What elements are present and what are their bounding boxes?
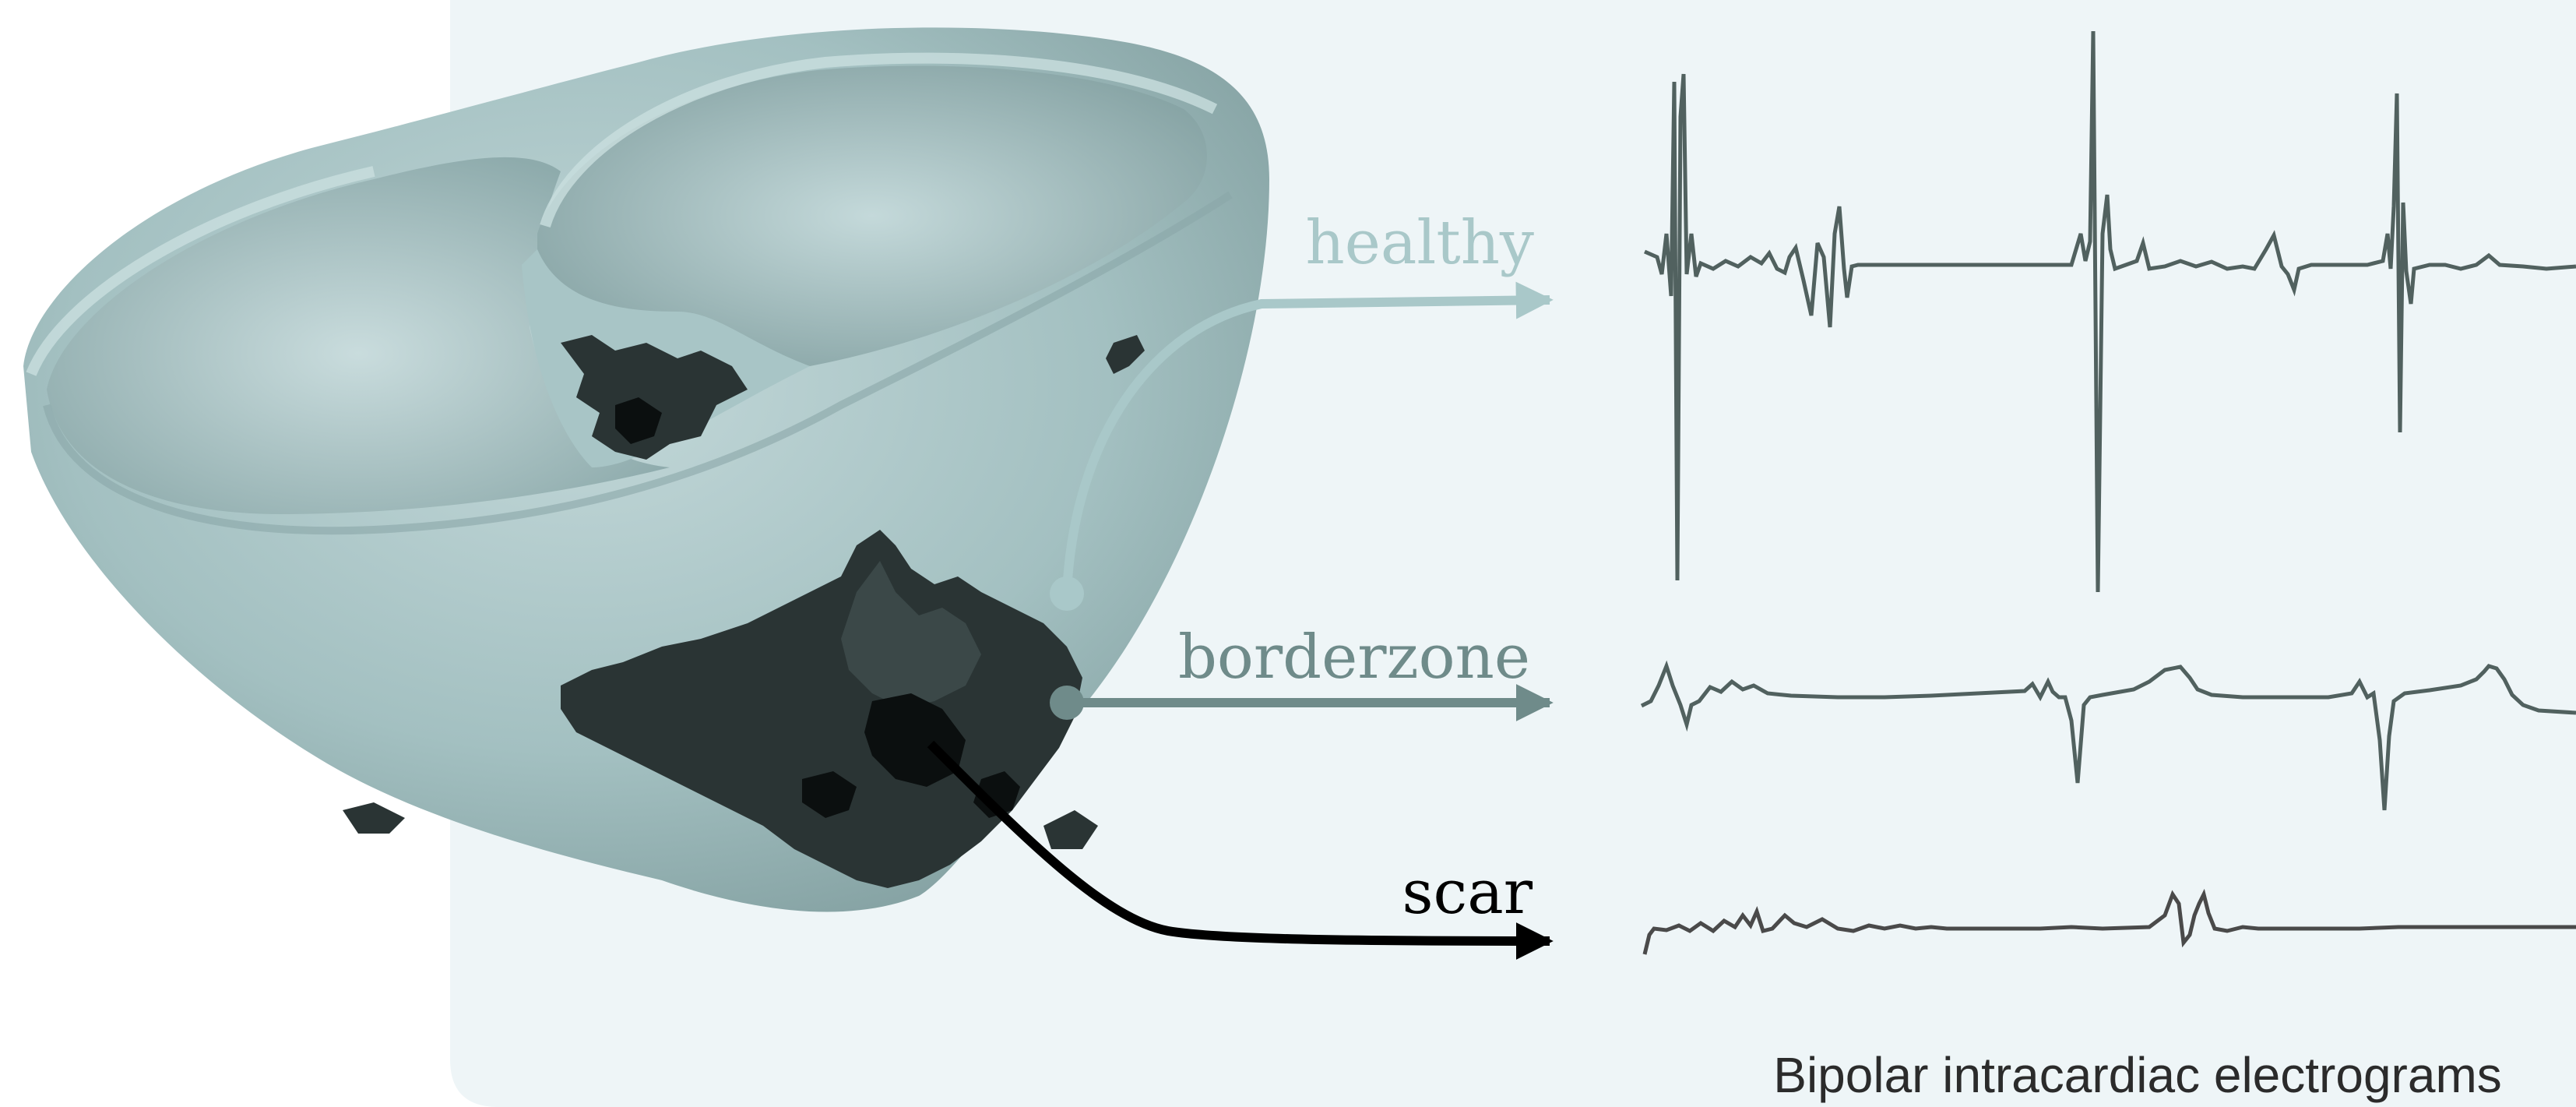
label-borderzone: borderzone [1178, 622, 1530, 693]
label-healthy: healthy [1306, 208, 1535, 278]
caption-electrograms: Bipolar intracardiac electrograms [1773, 1047, 2502, 1103]
borderzone-marker [1050, 686, 1084, 720]
label-scar: scar [1402, 858, 1533, 928]
healthy-marker [1050, 576, 1084, 611]
